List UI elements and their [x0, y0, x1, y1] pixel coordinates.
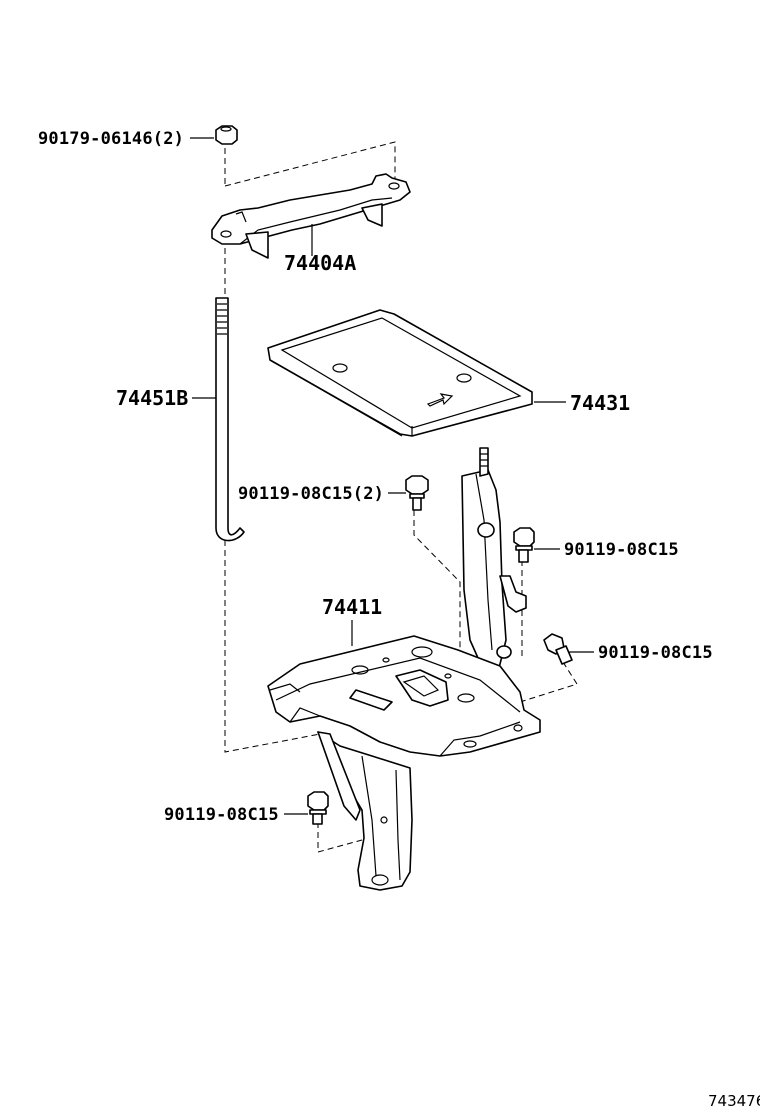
battery-carrier [267, 447, 541, 891]
dashed-guide-lines [224, 141, 578, 853]
label-bolt-bottom: 90119-08C15 [164, 805, 279, 825]
battery-tray [267, 309, 533, 437]
bolt-icon [307, 791, 329, 825]
bolt-icon [543, 633, 573, 665]
label-tray: 74431 [570, 391, 630, 415]
hold-down-clamp [211, 173, 411, 259]
label-bolt-right-lower: 90119-08C15 [598, 643, 713, 663]
leader-lines [190, 137, 594, 815]
label-bolt-right-upper: 90119-08C15 [564, 540, 679, 560]
label-clamp: 74404A [284, 251, 356, 275]
bolt-icon [405, 475, 429, 511]
label-carrier: 74411 [322, 595, 382, 619]
hex-nut-icon [215, 125, 238, 145]
label-rod: 74451B [116, 386, 188, 410]
label-nut-top: 90179-06146(2) [38, 129, 184, 149]
label-bolt-left-pair: 90119-08C15(2) [238, 484, 384, 504]
bolt-icon [513, 527, 535, 563]
reference-number: 743476 [708, 1092, 760, 1110]
hook-rod [215, 297, 245, 542]
